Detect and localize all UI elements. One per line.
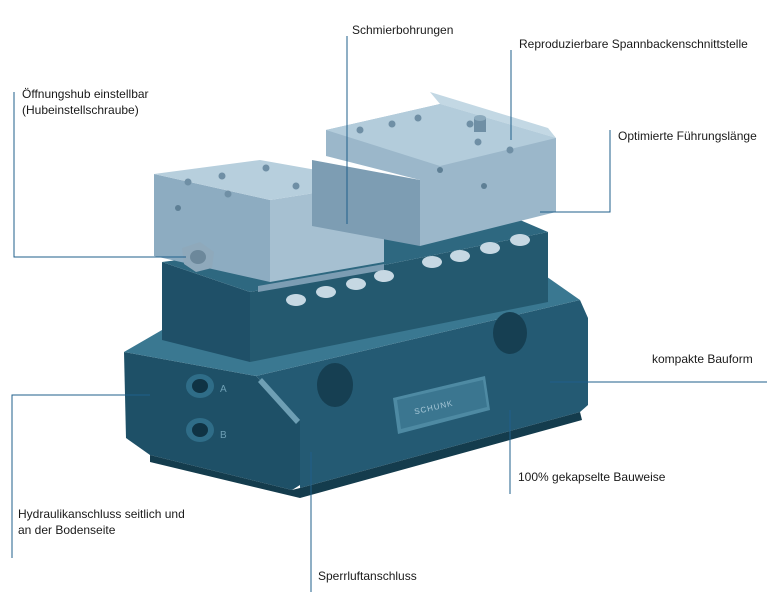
label-sperrluftanschluss: Sperrluftanschluss xyxy=(318,569,417,583)
right-jaw xyxy=(312,92,556,246)
label-schmierbohrungen: Schmierbohrungen xyxy=(352,23,454,37)
leader-lines xyxy=(11,36,767,592)
jaw-bolts xyxy=(286,234,530,306)
hydraulic-ports xyxy=(186,374,214,442)
leader-oeffnungshub xyxy=(13,92,186,258)
label-reproduzierbare-spannbacken: Reproduzierbare Spannbackenschnittstelle xyxy=(519,37,748,51)
label-oeffnungshub-line2: (Hubeinstellschraube) xyxy=(22,103,139,117)
front-recess-right xyxy=(493,312,527,354)
nameplate xyxy=(393,376,490,434)
stroke-adjust-screw xyxy=(182,242,214,272)
port-a-label: A xyxy=(220,384,227,395)
label-hydraulik-line1: Hydraulikanschluss seitlich und xyxy=(18,507,185,521)
leader-hydraulik xyxy=(11,394,150,558)
label-oeffnungshub-line1: Öffnungshub einstellbar xyxy=(22,87,149,101)
front-recess-left xyxy=(317,363,353,407)
label-kompakte-bauform: kompakte Bauform xyxy=(652,352,753,366)
label-hydraulik-line2: an der Bodenseite xyxy=(18,523,116,537)
port-b-label: B xyxy=(220,430,227,441)
label-gekapselte-bauweise: 100% gekapselte Bauweise xyxy=(518,470,666,484)
leader-fuehrungslaenge xyxy=(540,130,611,213)
label-fuehrungslaenge: Optimierte Führungslänge xyxy=(618,129,757,143)
